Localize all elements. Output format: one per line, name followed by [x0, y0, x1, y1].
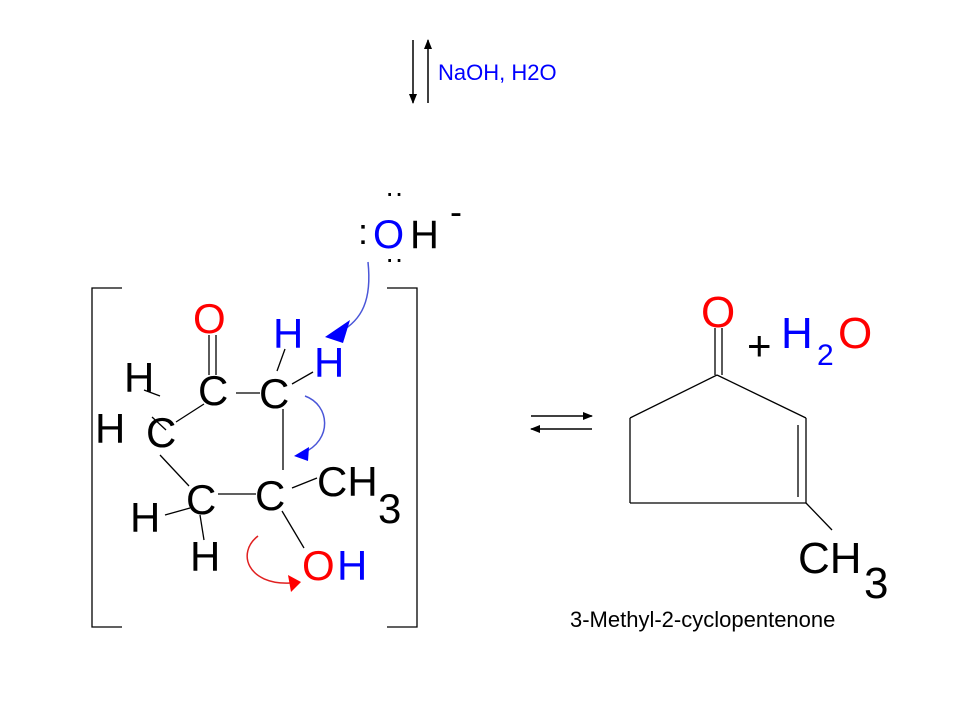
carbonyl-carbon: C — [198, 367, 228, 414]
hydroxide-dots-top: ·· — [385, 177, 404, 208]
left-hydrogen-1: H — [124, 354, 154, 401]
water-oxygen: O — [838, 309, 872, 358]
curved-arrow-hydroxide-leaving — [246, 535, 291, 584]
intermediate-atoms: O C C H H H H C C C CH 3 H H O H — [95, 295, 401, 589]
hydroxyl-oxygen: O — [302, 542, 335, 589]
arrowhead-hydroxide-leaving — [288, 575, 301, 592]
product-name: 3-Methyl-2-cyclopentenone — [570, 607, 835, 632]
left-carbon: C — [146, 409, 176, 456]
methyl-ch: CH — [317, 458, 378, 505]
hydroxide-charge: - — [450, 191, 462, 232]
product-skeleton — [629, 328, 833, 531]
methyl-subscript: 3 — [378, 485, 401, 532]
hydroxyl-hydrogen: H — [337, 542, 367, 589]
product-carbonyl-oxygen: O — [701, 288, 735, 337]
product-atoms: O + H 2 O CH 3 3-Methyl-2-cyclopentenone — [570, 288, 888, 632]
equilibrium-arrows-top — [409, 39, 432, 104]
water-subscript: 2 — [817, 339, 834, 372]
plus-sign: + — [747, 322, 772, 369]
reagent-label: NaOH, H2O — [438, 60, 557, 85]
hydroxide-oxygen: O — [373, 213, 404, 257]
water-hydrogen: H — [781, 309, 813, 358]
lower-left-carbon: C — [186, 476, 216, 523]
alpha-hydrogen-2: H — [314, 339, 344, 386]
hydroxide-dots-bottom: ·· — [385, 243, 404, 274]
arrowhead-bond-shift — [294, 447, 309, 461]
product-methyl-ch: CH — [798, 534, 862, 583]
carbonyl-oxygen: O — [193, 295, 226, 342]
hydroxide-ion: ·· : O H - ·· — [358, 177, 462, 274]
beta-carbon: C — [255, 472, 285, 519]
hydroxide-dots-left: : — [358, 211, 368, 252]
left-hydrogen-2: H — [95, 405, 125, 452]
equilibrium-arrows-middle — [530, 412, 593, 433]
bracket-left — [91, 287, 122, 628]
hydroxide-hydrogen: H — [410, 213, 439, 257]
lower-hydrogen-1: H — [130, 494, 160, 541]
alpha-carbon: C — [259, 370, 289, 417]
lower-hydrogen-2: H — [190, 533, 220, 580]
curved-arrow-hydroxide-attack — [339, 261, 370, 333]
arrowhead-hydroxide-attack — [325, 320, 350, 343]
curved-arrow-bond-shift — [302, 395, 326, 454]
intermediate-bonds — [143, 335, 318, 549]
bracket-right — [387, 287, 418, 628]
product-methyl-subscript: 3 — [864, 559, 888, 608]
alpha-hydrogen-1: H — [273, 310, 303, 357]
